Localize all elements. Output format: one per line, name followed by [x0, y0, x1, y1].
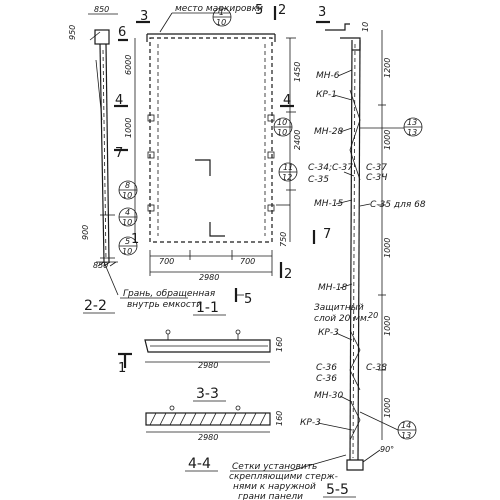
bottom-note: Сетки установить скрепляющими стерж- ням… [229, 454, 347, 500]
section-4-4-title: 4-4 [188, 456, 211, 472]
dim-850: 850 [94, 5, 109, 14]
section-5-5: 90° 10 1200 1000 20 1000 1000 1000 МН-6 … [300, 22, 426, 498]
dim-750: 750 [279, 232, 288, 247]
cut-mark-7-left: 7 [115, 146, 123, 161]
label-c36-a: С-36 [316, 363, 337, 373]
svg-text:10: 10 [122, 247, 132, 256]
note-face-line2: внутрь емкости [127, 300, 202, 310]
cut-mark-6: 6 [118, 25, 126, 40]
label-mn15: МН-15 [314, 199, 344, 209]
callout-11-12: 11 12 [278, 162, 298, 182]
svg-text:10: 10 [277, 118, 287, 127]
label-mn18: МН-18 [318, 283, 348, 293]
svg-text:грани панели: грани панели [238, 492, 303, 500]
callout-14-13: 14 13 [359, 411, 417, 440]
svg-text:11: 11 [283, 163, 293, 172]
cut-mark-5-top: 5 [255, 3, 263, 18]
marking-place-label: место маркировки [175, 4, 263, 14]
svg-text:13: 13 [407, 128, 417, 137]
label-c34-c37: С-34;С-37 [308, 163, 353, 173]
dim-1000-a: 1000 [383, 130, 392, 150]
svg-text:10: 10 [216, 18, 226, 27]
svg-text:10: 10 [122, 191, 132, 200]
label-kr1: КР-1 [316, 90, 337, 100]
svg-text:10: 10 [277, 128, 287, 137]
dim-900: 900 [81, 225, 90, 240]
cut-mark-3-top: 3 [140, 9, 148, 24]
panel-elevation: место маркировки 3 5 2 3 6 4 4 7 [114, 3, 331, 307]
svg-text:10: 10 [122, 218, 132, 227]
dim-2980-elevation: 2980 [199, 273, 219, 282]
svg-text:13: 13 [407, 118, 417, 127]
callout-5-10: 5 10 [118, 236, 138, 256]
note-face-line1: Грань, обращенная [123, 289, 216, 299]
cut-mark-7-right: 7 [323, 227, 331, 242]
dim-10: 10 [361, 22, 370, 32]
callout-4-10: 4 10 [118, 207, 138, 227]
callout-10-10: 10 10 [273, 117, 293, 137]
label-kr3-a: КР-3 [318, 328, 339, 338]
section-5-5-title: 5-5 [326, 482, 349, 498]
label-c3ch: С-3Ч [366, 173, 387, 183]
svg-text:4: 4 [125, 208, 130, 217]
dim-2980-section-1: 2980 [198, 361, 218, 370]
dim-1000-b: 1000 [383, 238, 392, 258]
callout-1-10: 1 10 [212, 7, 232, 27]
dim-1450: 1450 [293, 62, 302, 82]
cut-mark-4-left: 4 [115, 93, 123, 108]
svg-text:13: 13 [401, 431, 411, 440]
dim-700-right: 700 [240, 257, 255, 266]
label-mn30: МН-30 [314, 391, 344, 401]
dim-left-small: 850 [93, 261, 108, 270]
cut-mark-3-right: 3 [318, 5, 326, 20]
cut-mark-5-bottom: 5 [244, 292, 252, 307]
dim-1000-c: 1000 [383, 316, 392, 336]
cut-mark-2-top: 2 [278, 3, 286, 18]
label-c35-for-68: С-35 для 68 [370, 200, 426, 210]
cut-mark-1-section: 1 [118, 361, 126, 376]
svg-text:8: 8 [125, 181, 130, 190]
callout-8-10: 8 10 [118, 180, 138, 200]
label-c38: С-38 [366, 363, 387, 373]
svg-text:скрепляющими стерж-: скрепляющими стерж- [229, 472, 338, 482]
label-mn6: МН-6 [316, 71, 340, 81]
dim-20: 20 [368, 311, 378, 320]
section-1-1-title: 1-1 [196, 300, 219, 316]
svg-text:14: 14 [401, 421, 411, 430]
svg-text:5: 5 [125, 237, 130, 246]
callout-13-13: 13 13 [360, 117, 423, 137]
dim-6000: 6000 [124, 55, 133, 75]
label-layer-20mm: слой 20 мм. [314, 314, 370, 324]
label-kr3-b: КР-3 [300, 418, 321, 428]
dim-2980-section-3: 2980 [198, 433, 218, 442]
dim-950: 950 [68, 25, 77, 40]
svg-text:1: 1 [219, 8, 224, 17]
label-c35: С-35 [308, 175, 329, 185]
section-1-1: 1-1 1 2980 160 [118, 300, 284, 376]
section-3-3-title: 3-3 [196, 386, 219, 402]
section-2-2-title: 2-2 [84, 298, 107, 314]
cut-mark-2-bottom: 2 [284, 267, 292, 282]
svg-text:12: 12 [282, 173, 292, 182]
angle-90: 90° [380, 445, 394, 454]
dim-160-section-3: 160 [275, 411, 284, 426]
dim-700-left: 700 [159, 257, 174, 266]
label-c36-b: С-36 [316, 374, 337, 384]
label-mn28: МН-28 [314, 127, 344, 137]
dim-1200: 1200 [383, 58, 392, 78]
dim-1000: 1000 [124, 118, 133, 138]
section-2-2: 850 950 900 850 [68, 5, 119, 296]
section-3-3: 3-3 2980 160 [145, 386, 284, 442]
dim-1000-d: 1000 [383, 398, 392, 418]
cut-mark-4-right: 4 [283, 93, 291, 108]
label-protective: Защитный [314, 303, 364, 313]
label-c37: С-37 [366, 163, 387, 173]
svg-text:Сетки установить: Сетки установить [232, 462, 317, 472]
dim-160-section-1: 160 [275, 337, 284, 352]
dim-2400: 2400 [293, 130, 302, 150]
svg-text:нями к наружной: нями к наружной [233, 482, 316, 492]
